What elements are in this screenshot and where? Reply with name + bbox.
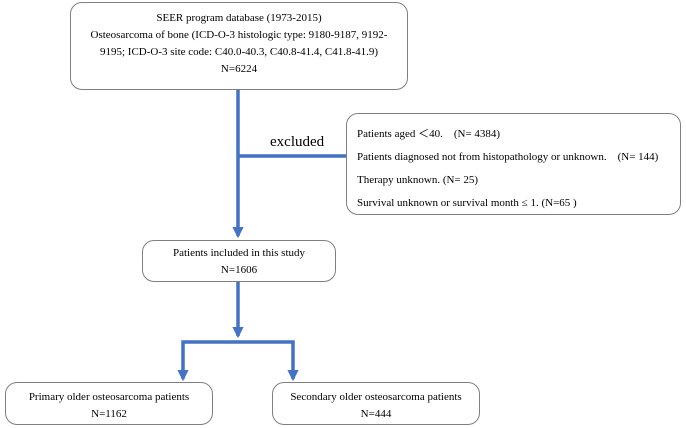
exclusion-item: Survival unknown or survival month ≤ 1. … (357, 197, 577, 209)
secondary-title: Secondary older osteosarcoma patients (290, 391, 462, 403)
secondary-count: N=444 (360, 408, 392, 420)
included-patients-box: Patients included in this study N=1606 (142, 240, 336, 282)
exclusion-item: Patients aged ＜40. (N= 4384) (357, 128, 501, 140)
exclusion-item: Therapy unknown. (N= 25) (357, 174, 479, 186)
excluded-label: excluded (270, 134, 325, 150)
included-title: Patients included in this study (173, 247, 305, 259)
primary-count: N=1162 (91, 408, 127, 420)
primary-group-box: Primary older osteosarcoma patients N=11… (5, 382, 213, 425)
exclusion-item: Patients diagnosed not from histopatholo… (357, 151, 659, 163)
exclusion-criteria-box: Patients aged ＜40. (N= 4384) Patients di… (346, 113, 681, 215)
included-count: N=1606 (220, 264, 258, 276)
total-count: N=6224 (220, 63, 258, 75)
database-title: SEER program database (1973-2015) (156, 12, 322, 24)
source-database-box: SEER program database (1973-2015) Osteos… (70, 2, 408, 90)
inclusion-criteria: Osteosarcoma of bone (ICD-O-3 histologic… (90, 29, 388, 58)
split-crossbar (177, 340, 299, 382)
secondary-group-box: Secondary older osteosarcoma patients N=… (272, 382, 480, 425)
primary-title: Primary older osteosarcoma patients (28, 391, 190, 403)
